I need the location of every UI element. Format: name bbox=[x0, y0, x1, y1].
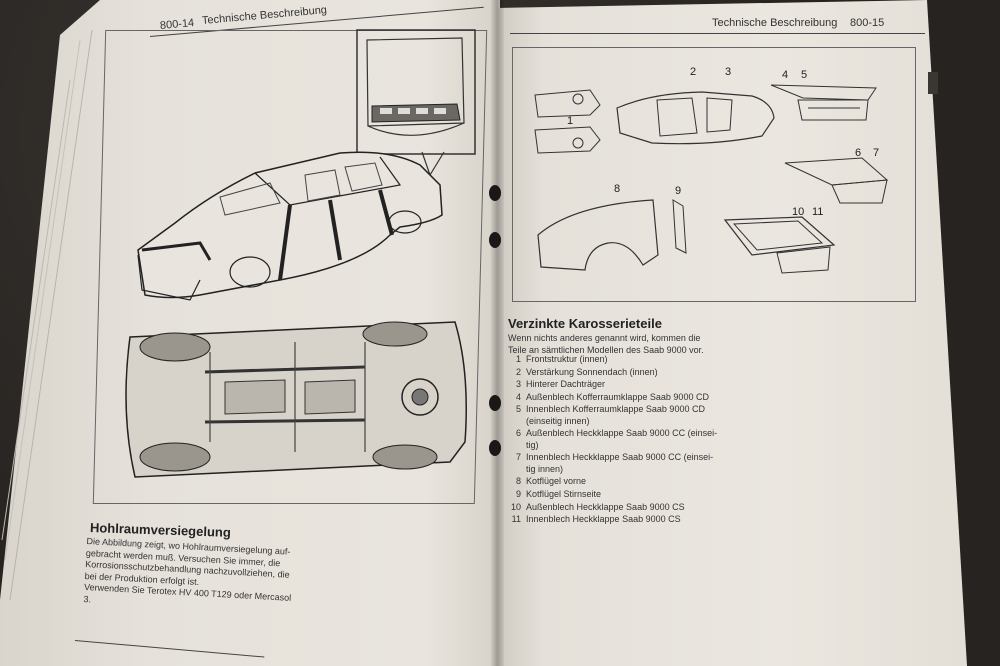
callout-4: 4 bbox=[782, 69, 789, 81]
right-section-title: Technische Beschreibung bbox=[712, 17, 838, 29]
part-number: 7 bbox=[515, 452, 521, 463]
wing-end-illustration bbox=[672, 199, 687, 254]
part-number: 5 bbox=[515, 404, 521, 415]
book-spine bbox=[490, 0, 504, 666]
intro-line: Teile an sämtlichen Modellen des Saab 90… bbox=[508, 344, 704, 355]
trunk-lid-inset-illustration bbox=[356, 29, 476, 155]
part-label: Verstärkung Sonnendach (innen) bbox=[526, 366, 658, 377]
right-intro-text: Wenn nichts anderes genannt wird, kommen… bbox=[508, 333, 704, 356]
part-number: 9 bbox=[515, 488, 521, 499]
underbody-cavity-illustration bbox=[125, 321, 467, 478]
list-item: 1 Frontstruktur (innen) bbox=[508, 354, 738, 365]
list-item: 4 Außenblech Kofferraumklappe Saab 9000 C… bbox=[508, 392, 738, 403]
callout-9: 9 bbox=[675, 185, 682, 197]
binding-hole bbox=[489, 185, 501, 201]
binding-hole bbox=[489, 440, 501, 456]
callout-1: 1 bbox=[567, 115, 574, 127]
part-number: 8 bbox=[515, 476, 521, 487]
part-number: 1 bbox=[515, 354, 521, 364]
callout-8: 8 bbox=[614, 183, 621, 195]
list-item: 2 Verstärkung Sonnendach (innen) bbox=[508, 367, 738, 378]
part-label: Kotflügel vorne bbox=[526, 476, 587, 487]
list-item: 10 Außenblech Heckklappe Saab 9000 CS bbox=[508, 502, 738, 513]
part-label: Innenblech Heckklappe Saab 9000 CC (eins… bbox=[526, 452, 714, 474]
binding-hole bbox=[489, 232, 501, 248]
list-item: 7 Innenblech Heckklappe Saab 9000 CC (ein… bbox=[508, 452, 738, 475]
part-label: Frontstruktur (innen) bbox=[526, 354, 608, 364]
front-structure-illustration bbox=[534, 89, 601, 154]
part-number: 6 bbox=[515, 428, 521, 439]
right-page-number: 800-15 bbox=[850, 17, 885, 29]
car-body-cavity-illustration bbox=[137, 151, 443, 301]
part-number: 3 bbox=[515, 379, 521, 390]
callout-6: 6 bbox=[855, 147, 862, 159]
binding-hole bbox=[489, 395, 501, 411]
left-caption-text: Die Abbildung zeigt, wo Hohlraumversiege… bbox=[83, 536, 294, 616]
list-item: 9 Kotflügel Stirnseite bbox=[508, 489, 738, 500]
intro-line: Wenn nichts anderes genannt wird, kommen… bbox=[508, 333, 701, 343]
part-number: 10 bbox=[510, 501, 521, 512]
callout-7: 7 bbox=[873, 147, 880, 159]
hatch-cc-illustration bbox=[784, 157, 889, 204]
callout-10: 10 bbox=[792, 206, 805, 218]
part-label: Außenblech Kofferraumklappe Saab 9000 CD bbox=[526, 391, 709, 402]
callout-5: 5 bbox=[801, 69, 808, 81]
part-label: Innenblech Heckklappe Saab 9000 CS bbox=[526, 514, 681, 525]
right-header-rule bbox=[510, 33, 925, 34]
list-item: 6 Außenblech Heckklappe Saab 9000 CC (ein… bbox=[508, 428, 738, 451]
part-number: 4 bbox=[515, 391, 521, 402]
part-label: Kotflügel Stirnseite bbox=[526, 488, 602, 499]
part-label: Außenblech Heckklappe Saab 9000 CS bbox=[526, 501, 685, 512]
trunk-lid-cd-illustration bbox=[770, 84, 877, 121]
right-page bbox=[497, 0, 967, 666]
list-item: 3 Hinterer Dachträger bbox=[508, 379, 738, 390]
list-item: 8 Kotflügel vorne bbox=[508, 476, 738, 487]
part-label: Innenblech Kofferraumklappe Saab 9000 CD… bbox=[526, 404, 705, 426]
part-label: Hinterer Dachträger bbox=[526, 379, 606, 390]
parts-list: 1 Frontstruktur (innen) 2 Verstärkung Sonn… bbox=[508, 354, 738, 527]
callout-2: 2 bbox=[690, 66, 697, 78]
right-illustration-frame bbox=[512, 47, 916, 302]
callout-11: 11 bbox=[812, 206, 824, 218]
list-item: 11 Innenblech Heckklappe Saab 9000 CS bbox=[508, 514, 738, 525]
page-tab-marker bbox=[928, 72, 938, 94]
list-item: 5 Innenblech Kofferraumklappe Saab 9000 C… bbox=[508, 404, 738, 427]
part-label: Außenblech Heckklappe Saab 9000 CC (eins… bbox=[526, 428, 718, 450]
front-wing-illustration bbox=[537, 199, 659, 271]
callout-3: 3 bbox=[725, 66, 732, 78]
hatch-cs-illustration bbox=[723, 216, 836, 274]
sedan-roof-illustration bbox=[616, 91, 775, 145]
part-number: 11 bbox=[511, 514, 521, 525]
part-number: 2 bbox=[515, 366, 521, 377]
right-section-heading: Verzinkte Karosserieteile bbox=[508, 316, 662, 331]
